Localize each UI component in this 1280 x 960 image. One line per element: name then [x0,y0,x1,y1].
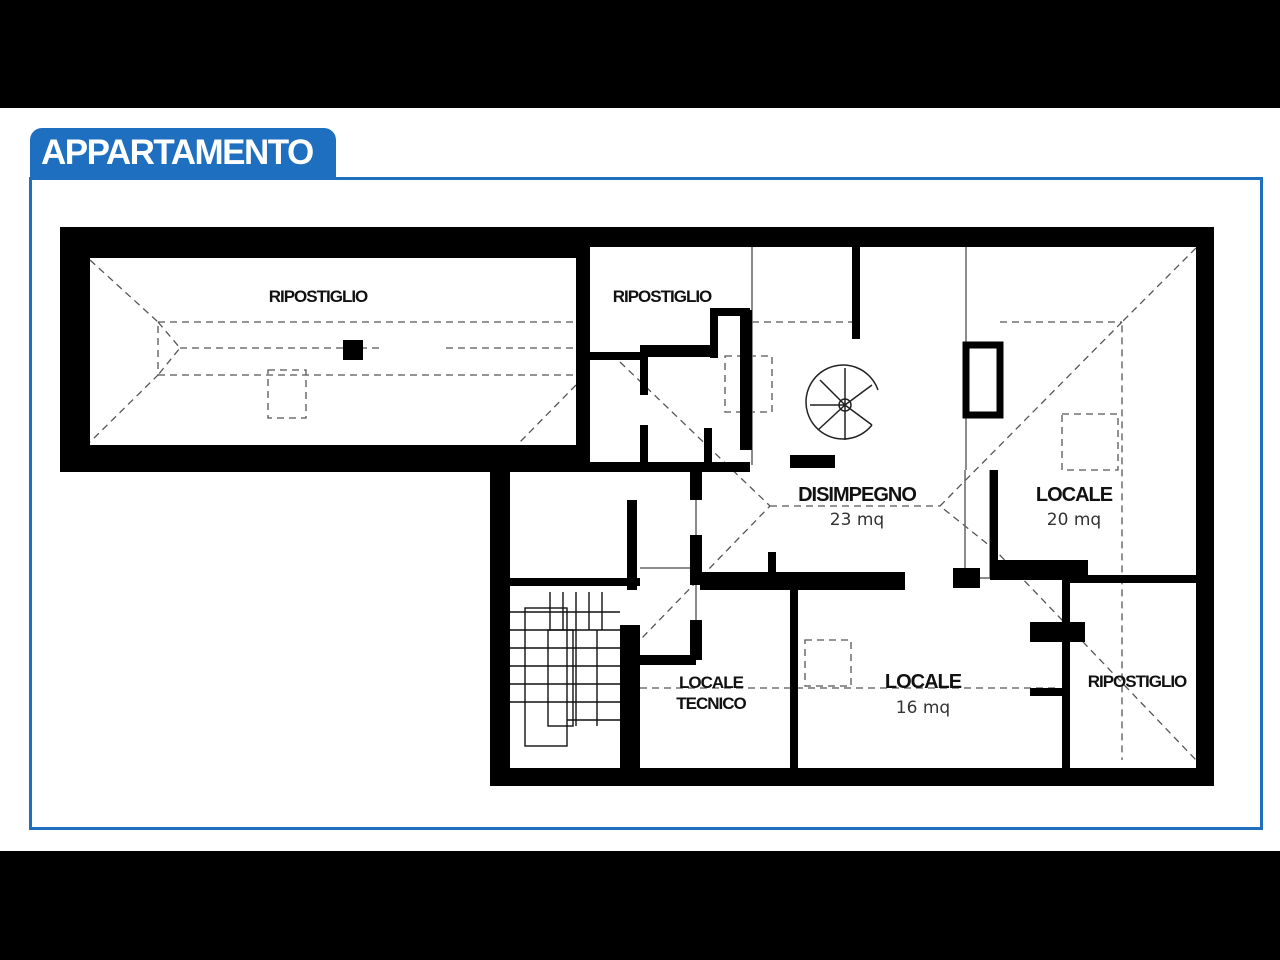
room-label-ripostiglio-3: RIPOSTIGLIO [1088,672,1187,691]
room-area-disimpegno: 23 mq [830,510,884,530]
room-label-locale-tecnico-2: TECNICO [676,694,746,713]
bottom-letterbox [0,851,1280,960]
room-label-locale-16: LOCALE [885,671,962,693]
room-label-locale-20: LOCALE [1036,484,1113,506]
straight-staircase [510,592,620,747]
room-label-ripostiglio-1: RIPOSTIGLIO [269,287,368,306]
spiral-staircase [805,364,879,440]
section-title-tab: APPARTAMENTO [30,128,336,178]
floorplan-frame [29,177,1263,830]
room-label-ripostiglio-2: RIPOSTIGLIO [613,287,712,306]
top-letterbox [0,0,1280,108]
room-area-locale-16: 16 mq [896,698,950,718]
room-label-locale-tecnico-1: LOCALE [679,673,744,692]
walls [60,227,1214,786]
room-area-locale-20: 20 mq [1047,510,1101,530]
room-label-disimpegno: DISIMPEGNO [798,484,916,506]
dashed-roof-lines [89,247,1197,761]
room-labels: RIPOSTIGLIO RIPOSTIGLIO DISIMPEGNO 23 mq… [269,287,1188,718]
